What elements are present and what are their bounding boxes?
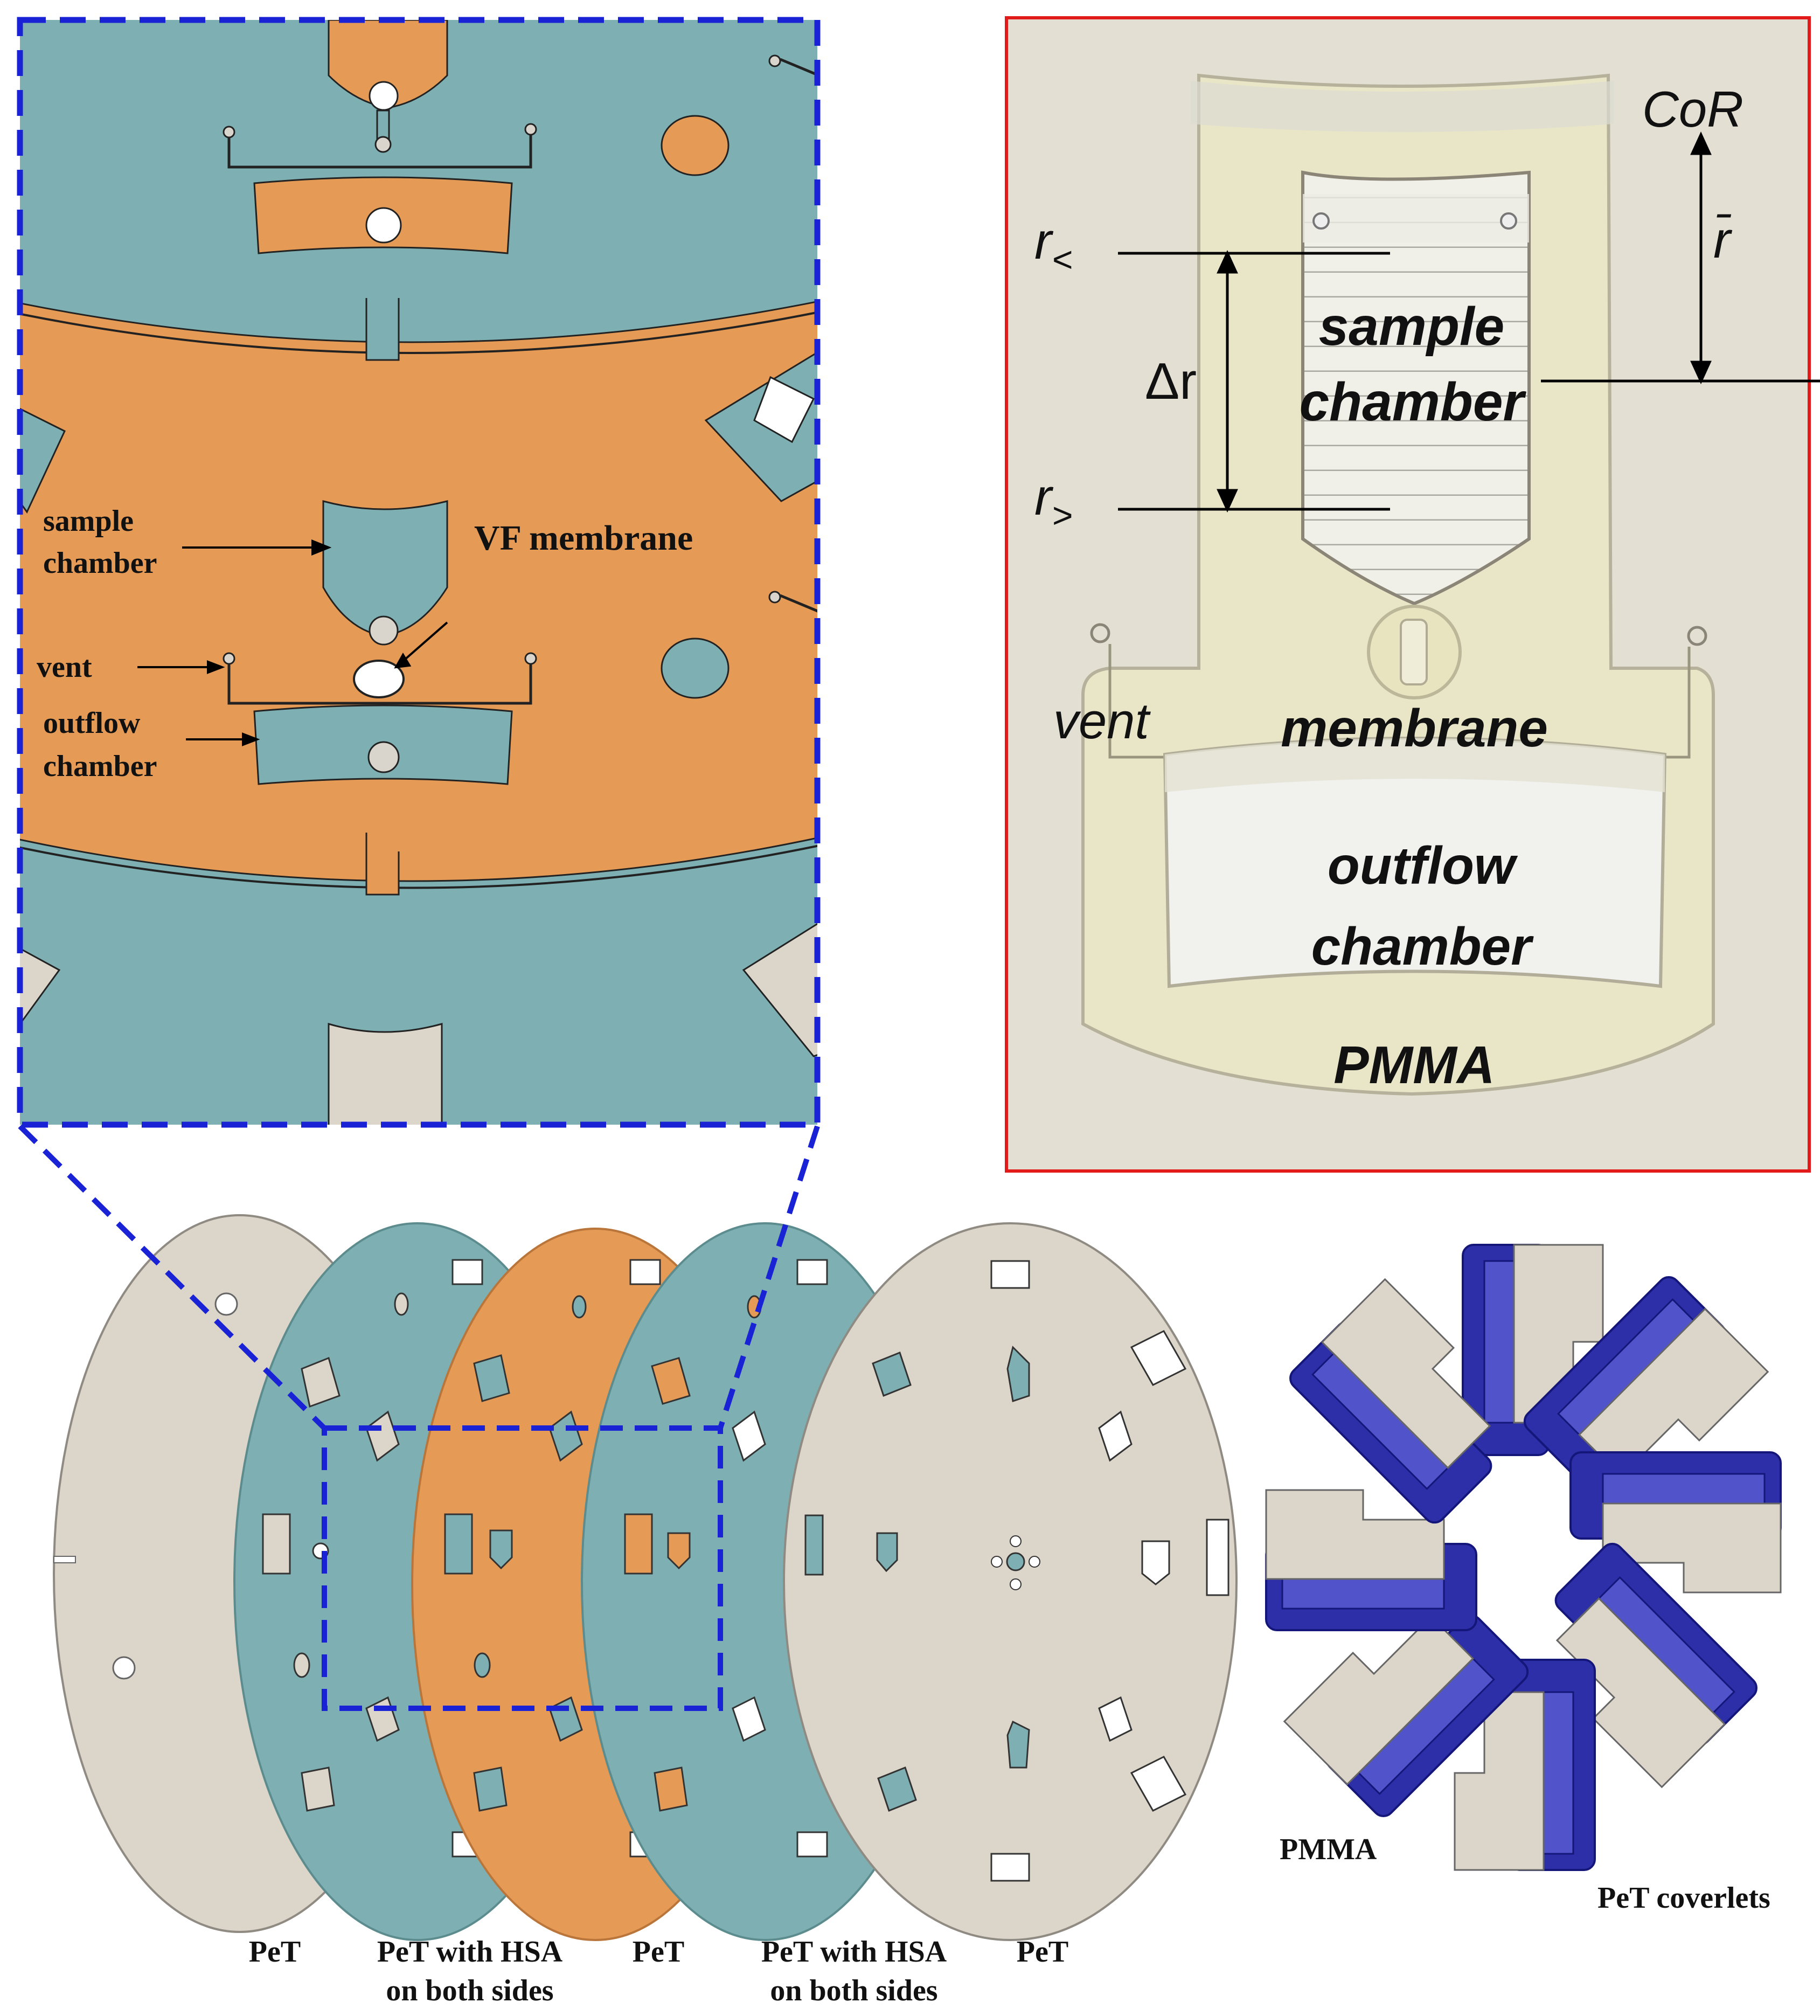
caption-4-line2: on both sides [770,1974,937,2007]
rotor-chip-right [1569,1451,1782,1594]
photo-label-sample-chamber: chamber [1300,372,1527,432]
zoom-dashed-frame [17,17,821,1128]
caption-2-line2: on both sides [386,1974,553,2007]
rotor-chip-left [1265,1489,1477,1631]
photo-label-r-less: r< [1034,212,1073,279]
photo-panel [1006,18,1809,1171]
photo-sample-chamber [1301,170,1531,606]
rotor-label-pmma: PMMA [1280,1833,1377,1866]
rotor-chip-bottom-right [1554,1542,1758,1789]
caption-1-line1: PeT [249,1935,301,1969]
rotor-chip-top-right [1523,1276,1769,1479]
layer-pet-3 [783,1222,1238,1941]
photo-label-outflow-chamber: chamber [1311,917,1534,976]
photo-label-outflow: outflow [1328,836,1518,895]
zoom-label-vent: vent [37,650,92,684]
photo-label-sample: sample [1319,296,1505,357]
photo-label-cor: CoR [1642,81,1743,137]
caption-2-line1: PeT with HSA [377,1935,563,1969]
rotor-chip-bottom-left [1283,1614,1529,1817]
rotor-chip-top-left [1289,1278,1492,1524]
zoom-vf-membrane [353,660,405,698]
zoom-label-sample-chamber: chamber [43,546,157,580]
photo-label-rbar: r̄ [1713,211,1733,269]
photo-label-membrane: membrane [1281,698,1548,758]
zoom-label-outflow-chamber: chamber [43,750,157,783]
zoom-annotation-arrows [137,539,448,746]
zoom-label-vf-membrane: VF membrane [474,518,693,558]
zoom-label-outflow: outflow [43,706,141,740]
stack-zoom-region [322,1425,723,1711]
rotor-chip-bottom [1454,1659,1596,1871]
exploded-layer-stack [18,1124,1238,1941]
zoom-sample-chamber [322,500,448,637]
photo-label-vent: vent [1053,692,1151,749]
photo-labels: CoR r̄ r< r> Δr sample chamber vent memb… [1034,81,1743,1094]
photo-label-pmma: PMMA [1333,1035,1495,1094]
photo-measurement-lines [1118,131,1820,513]
rotor-label-coverlets: PeT coverlets [1597,1881,1770,1915]
photo-red-frame [1005,16,1811,1173]
layer-captions: PeT PeT with HSA on both sides PeT PeT w… [249,1935,1068,2007]
rotor-chip-top [1462,1244,1604,1456]
zoom-vent [223,652,235,665]
zoom-labels: sample chamber VF membrane vent outflow … [37,504,693,783]
zoom-label-sample: sample [43,504,134,538]
photo-label-delta-r: Δr [1145,352,1197,410]
caption-5-line1: PeT [1017,1935,1068,1969]
photo-label-r-greater: r> [1034,468,1073,535]
rotor-assembly [1265,1244,1782,1871]
caption-4-line1: PeT with HSA [761,1935,947,1969]
rotor-labels: PMMA PeT coverlets [1280,1833,1770,1915]
caption-3-line1: PeT [633,1935,684,1969]
zoom-panel [20,20,817,1125]
